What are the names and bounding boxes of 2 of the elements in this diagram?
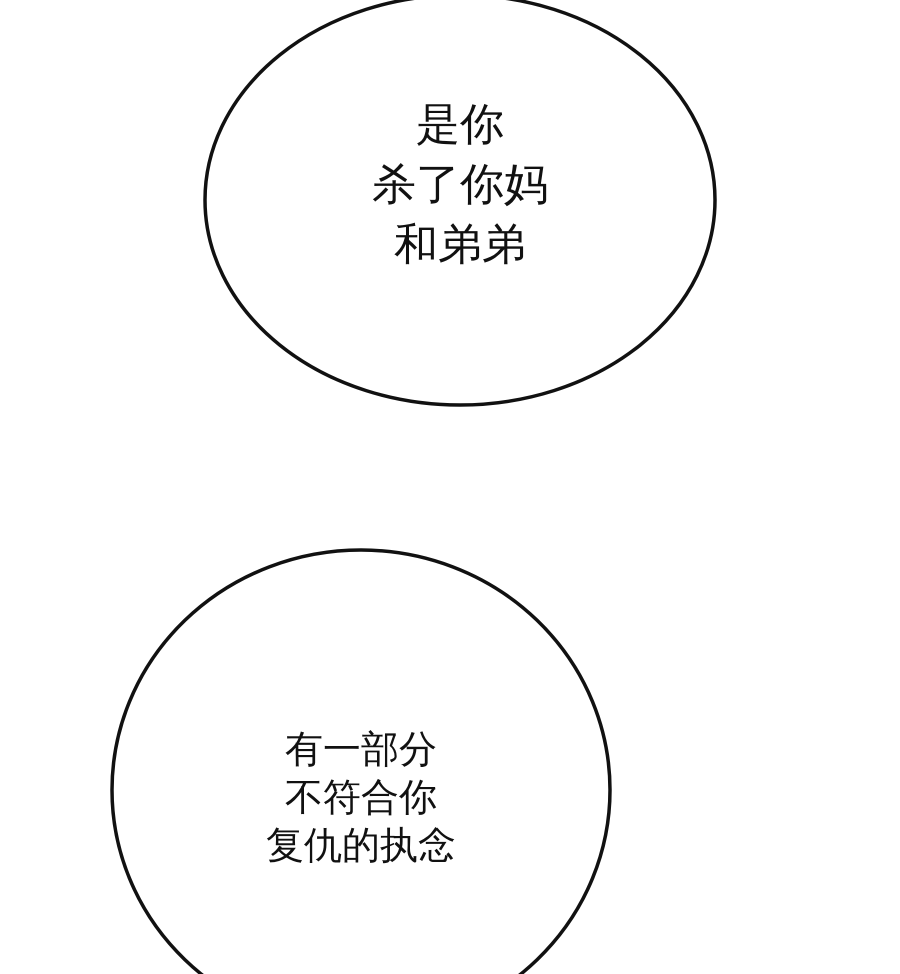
speech-text: 有一部分不符合你复仇的执念 bbox=[265, 726, 457, 869]
speech-text: 是你杀了你妈和弟弟 bbox=[371, 98, 549, 272]
